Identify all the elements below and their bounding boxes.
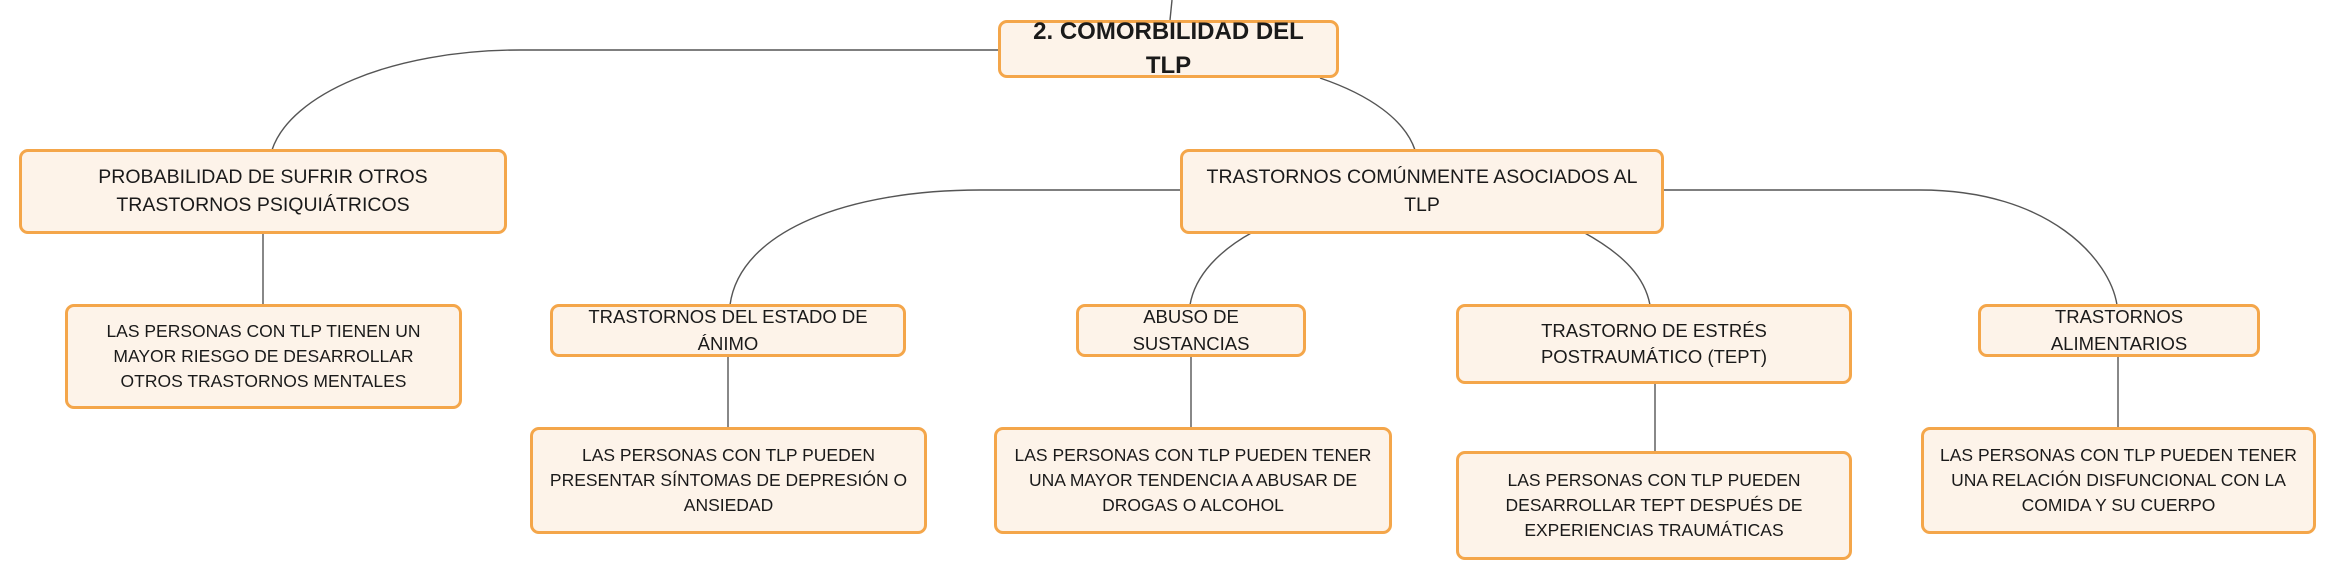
detail-eating-disorders[interactable]: LAS PERSONAS CON TLP PUEDEN TENER UNA RE… <box>1921 427 2316 534</box>
subtopic-mood-disorders[interactable]: TRASTORNOS DEL ESTADO DE ÁNIMO <box>550 304 906 357</box>
subtopic-eating-disorders[interactable]: TRASTORNOS ALIMENTARIOS <box>1978 304 2260 357</box>
detail-mood-disorders-text: LAS PERSONAS CON TLP PUEDEN PRESENTAR SÍ… <box>549 445 908 515</box>
subtopic-substance-abuse[interactable]: ABUSO DE SUSTANCIAS <box>1076 304 1306 357</box>
topic-associated-disorders-label: TRASTORNOS COMÚNMENTE ASOCIADOS AL TLP <box>1206 165 1638 216</box>
detail-mood-disorders[interactable]: LAS PERSONAS CON TLP PUEDEN PRESENTAR SÍ… <box>530 427 927 534</box>
detail-ptsd[interactable]: LAS PERSONAS CON TLP PUEDEN DESARROLLAR … <box>1456 451 1852 560</box>
connector-disorders-to-mood <box>729 189 1180 306</box>
topic-probability[interactable]: PROBABILIDAD DE SUFRIR OTROS TRASTORNOS … <box>19 149 507 234</box>
topic-associated-disorders[interactable]: TRASTORNOS COMÚNMENTE ASOCIADOS AL TLP <box>1180 149 1664 234</box>
subtopic-mood-disorders-label: TRASTORNOS DEL ESTADO DE ÁNIMO <box>588 306 868 354</box>
connector-disorders-to-eating <box>1663 189 2118 306</box>
topic-probability-label: PROBABILIDAD DE SUFRIR OTROS TRASTORNOS … <box>98 165 428 216</box>
subtopic-ptsd-label: TRASTORNO DE ESTRÉS POSTRAUMÁTICO (TEPT) <box>1540 319 1768 367</box>
detail-probability-text: LAS PERSONAS CON TLP TIENEN UN MAYOR RIE… <box>106 321 421 391</box>
subtopic-ptsd[interactable]: TRASTORNO DE ESTRÉS POSTRAUMÁTICO (TEPT) <box>1456 304 1852 384</box>
detail-substance-abuse-text: LAS PERSONAS CON TLP PUEDEN TENER UNA MA… <box>1014 445 1372 515</box>
connector-disorders-to-ptsd <box>1582 231 1651 306</box>
connector-root-stem <box>1169 0 1173 21</box>
detail-eating-disorders-text: LAS PERSONAS CON TLP PUEDEN TENER UNA RE… <box>1940 445 2297 515</box>
subtopic-eating-disorders-label: TRASTORNOS ALIMENTARIOS <box>2050 306 2188 354</box>
root-topic[interactable]: 2. COMORBILIDAD DEL TLP <box>998 18 1339 79</box>
connector-disorders-to-substances <box>1189 231 1254 306</box>
detail-probability[interactable]: LAS PERSONAS CON TLP TIENEN UN MAYOR RIE… <box>65 304 462 409</box>
connector-root-to-probability <box>271 49 998 151</box>
connector-root-to-disorders <box>1319 77 1416 151</box>
detail-substance-abuse[interactable]: LAS PERSONAS CON TLP PUEDEN TENER UNA MA… <box>994 427 1392 534</box>
root-topic-label: 2. COMORBILIDAD DEL TLP <box>1033 17 1304 79</box>
subtopic-substance-abuse-label: ABUSO DE SUSTANCIAS <box>1132 306 1250 354</box>
detail-ptsd-text: LAS PERSONAS CON TLP PUEDEN DESARROLLAR … <box>1505 470 1803 540</box>
